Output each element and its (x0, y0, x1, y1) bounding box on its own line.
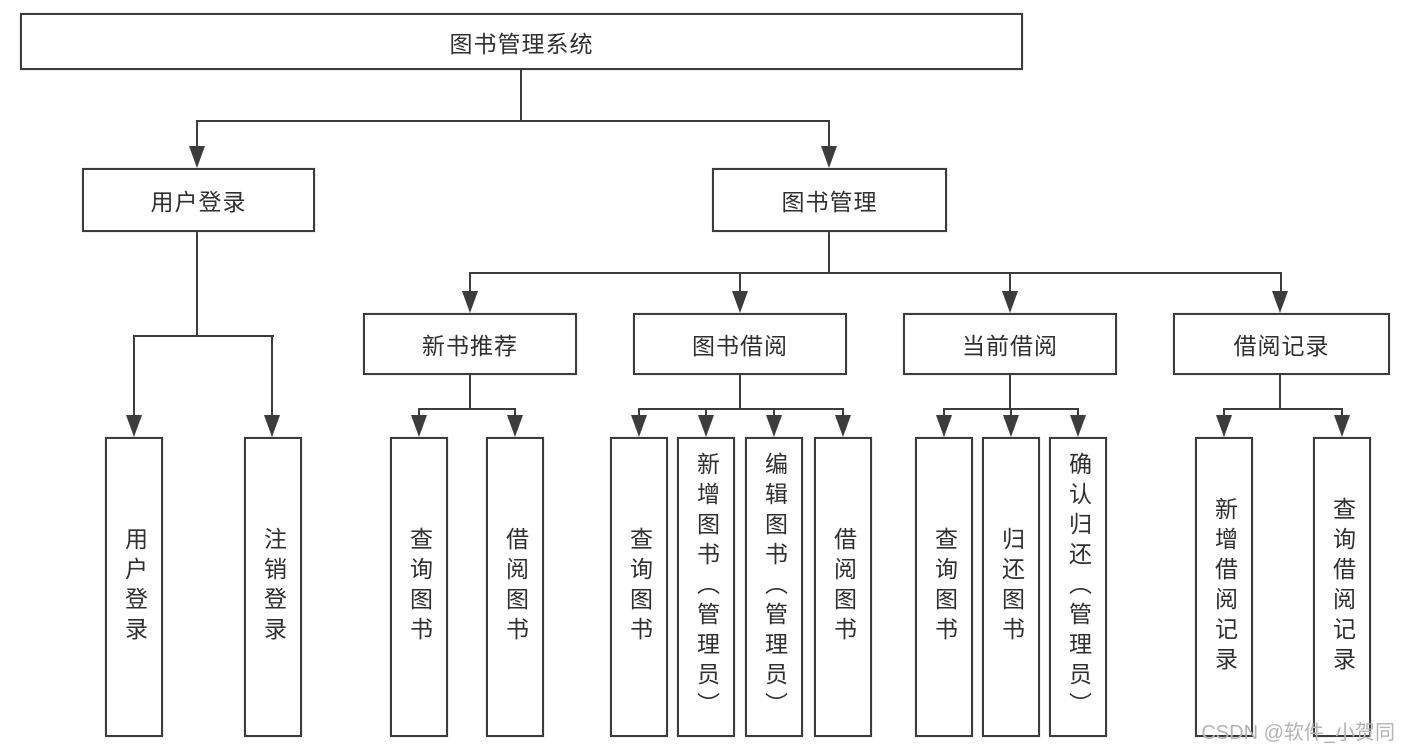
connector-new-book-stem (469, 375, 471, 410)
leaf-add-borrow-record: 新增借阅记录 (1195, 437, 1253, 737)
node-label: 新增图书（管理员） (693, 452, 720, 722)
leaf-user-login: 用户登录 (105, 437, 163, 737)
node-book-management: 图书管理 (712, 168, 947, 232)
node-user-login: 用户登录 (82, 168, 315, 232)
connector-drop-leaf (943, 408, 945, 420)
connector-level2-bus (469, 272, 1282, 274)
node-label: 借阅记录 (1233, 333, 1330, 359)
connector-drop-leaf (1223, 408, 1225, 420)
node-label: 当前借阅 (962, 333, 1058, 359)
node-label: 图书管理系统 (449, 30, 594, 57)
arrow-down-icon (1002, 291, 1018, 313)
node-label: 图书借阅 (692, 333, 788, 359)
connector-drop-leaf (1077, 408, 1079, 420)
leaf-return-books: 归还图书 (982, 437, 1040, 737)
connector-drop-leaf (1341, 408, 1343, 420)
connector-borrow-records-stem (1279, 375, 1281, 410)
node-label: 图书管理 (781, 189, 878, 215)
node-label: 查询图书 (931, 527, 958, 647)
leaf-borrow-books-recommend: 借阅图书 (486, 437, 544, 737)
leaf-borrow-books-borrowing: 借阅图书 (814, 437, 872, 737)
arrow-down-icon (189, 146, 205, 168)
node-borrowing-records: 借阅记录 (1173, 313, 1390, 375)
connector-drop-borrow-records (1280, 272, 1282, 295)
connector-root-stem (520, 70, 522, 120)
connector-drop-leaf (638, 408, 640, 420)
connector-drop-leaf (773, 408, 775, 420)
connector-book-borrow-stem (739, 375, 741, 410)
connector-drop-leaf (514, 408, 516, 420)
arrow-down-icon (264, 415, 280, 437)
connector-drop-leaf (133, 335, 135, 419)
arrow-down-icon (462, 291, 478, 313)
arrow-down-icon (821, 146, 837, 168)
connector-drop-current-borrow (1009, 272, 1011, 295)
arrow-down-icon (1070, 415, 1086, 437)
leaf-query-borrow-record: 查询借阅记录 (1313, 437, 1371, 737)
connector-new-book-bus (418, 408, 516, 410)
connector-current-borrow-stem (1009, 375, 1011, 410)
leaf-confirm-return-admin: 确认归还（管理员） (1049, 437, 1107, 737)
connector-book-borrow-bus (638, 408, 844, 410)
connector-drop-leaf (1010, 408, 1012, 420)
connector-drop-leaf (842, 408, 844, 420)
connector-drop-leaf (271, 335, 273, 419)
arrow-down-icon (507, 415, 523, 437)
connector-borrow-records-bus (1223, 408, 1343, 410)
leaf-query-books-recommend: 查询图书 (390, 437, 448, 737)
arrow-down-icon (1216, 415, 1232, 437)
arrow-down-icon (631, 415, 647, 437)
arrow-down-icon (1334, 415, 1350, 437)
connector-level1-bus (196, 120, 830, 122)
node-new-book-recommendation: 新书推荐 (363, 313, 577, 375)
arrow-down-icon (411, 415, 427, 437)
connector-drop-leaf (418, 408, 420, 420)
node-label: 借阅图书 (830, 527, 857, 647)
connector-user-login-stem (196, 232, 198, 335)
node-label: 确认归还（管理员） (1065, 452, 1092, 722)
connector-user-login-bus (133, 335, 274, 337)
arrow-down-icon (835, 415, 851, 437)
leaf-edit-books-admin: 编辑图书（管理员） (745, 437, 803, 737)
arrow-down-icon (1003, 415, 1019, 437)
node-label: 新增借阅记录 (1211, 497, 1238, 677)
node-label: 新书推荐 (422, 333, 518, 359)
arrow-down-icon (698, 415, 714, 437)
node-label: 查询图书 (406, 527, 433, 647)
node-label: 查询借阅记录 (1329, 497, 1356, 677)
arrow-down-icon (1272, 291, 1288, 313)
arrow-down-icon (936, 415, 952, 437)
leaf-query-books-borrowing: 查询图书 (610, 437, 668, 737)
arrow-down-icon (766, 415, 782, 437)
leaf-add-books-admin: 新增图书（管理员） (677, 437, 735, 737)
arrow-down-icon (732, 291, 748, 313)
connector-drop-user-login (196, 120, 198, 150)
arrow-down-icon (126, 415, 142, 437)
node-current-borrowing: 当前借阅 (903, 313, 1117, 375)
connector-drop-new-book (469, 272, 471, 295)
node-label: 归还图书 (998, 527, 1025, 647)
node-label: 用户登录 (150, 189, 247, 215)
connector-drop-book-management (828, 120, 830, 150)
leaf-query-books-current: 查询图书 (915, 437, 973, 737)
connector-drop-book-borrow (739, 272, 741, 295)
node-book-borrowing: 图书借阅 (633, 313, 847, 375)
node-label: 编辑图书（管理员） (761, 452, 788, 722)
node-library-management-system: 图书管理系统 (20, 13, 1023, 70)
csdn-watermark: CSDN @软件_小贺同学 (1201, 722, 1395, 744)
node-label: 注销登录 (260, 527, 287, 647)
node-label: 用户登录 (121, 527, 148, 647)
leaf-logout: 注销登录 (244, 437, 302, 737)
connector-drop-leaf (705, 408, 707, 420)
connector-book-management-stem (828, 232, 830, 272)
node-label: 查询图书 (626, 527, 653, 647)
node-label: 借阅图书 (502, 527, 529, 647)
